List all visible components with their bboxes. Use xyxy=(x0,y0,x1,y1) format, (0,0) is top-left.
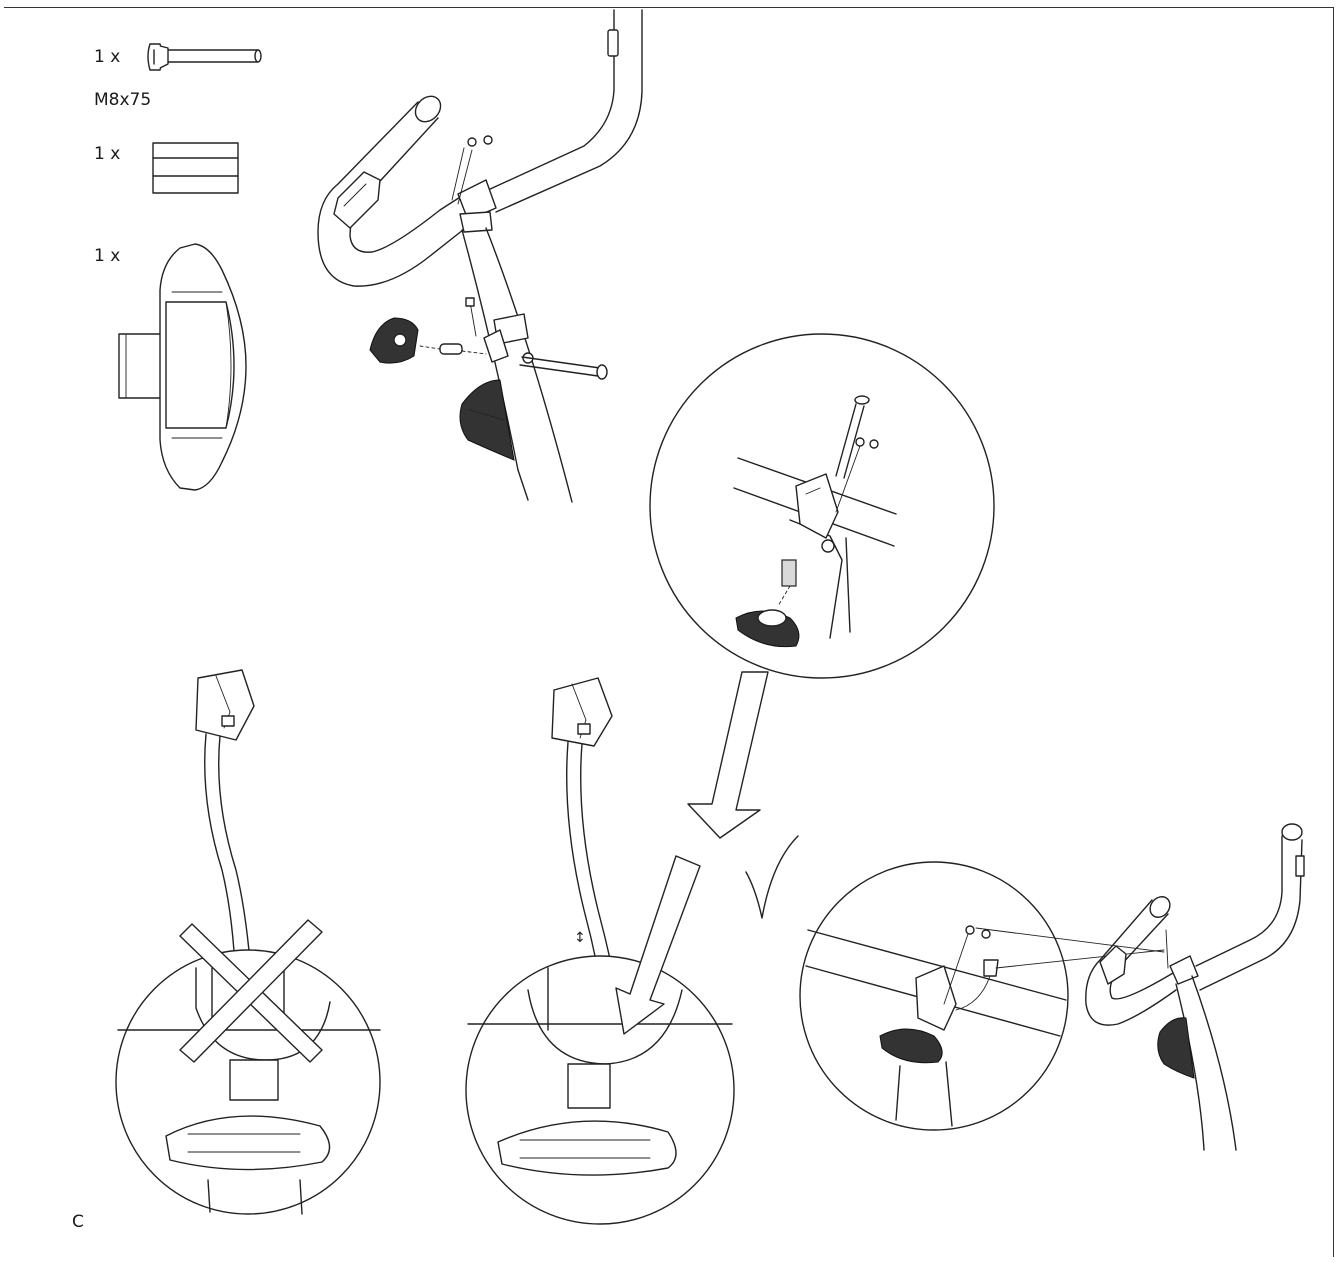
part-3-qty: 1 x xyxy=(94,246,121,266)
bolt-icon xyxy=(147,43,262,71)
part-2-qty: 1 x xyxy=(94,144,121,164)
page-frame xyxy=(4,7,1334,1257)
wrong-x-icon xyxy=(179,919,323,1063)
part-1-qty: 1 x xyxy=(94,47,121,67)
step-label: C xyxy=(72,1212,84,1232)
check-icon xyxy=(745,835,799,919)
part-1-name: M8x75 xyxy=(94,90,152,110)
svg-text:↕: ↕ xyxy=(574,930,586,946)
adjustment-knob-icon xyxy=(118,243,247,491)
sleeve-icon xyxy=(152,142,239,194)
